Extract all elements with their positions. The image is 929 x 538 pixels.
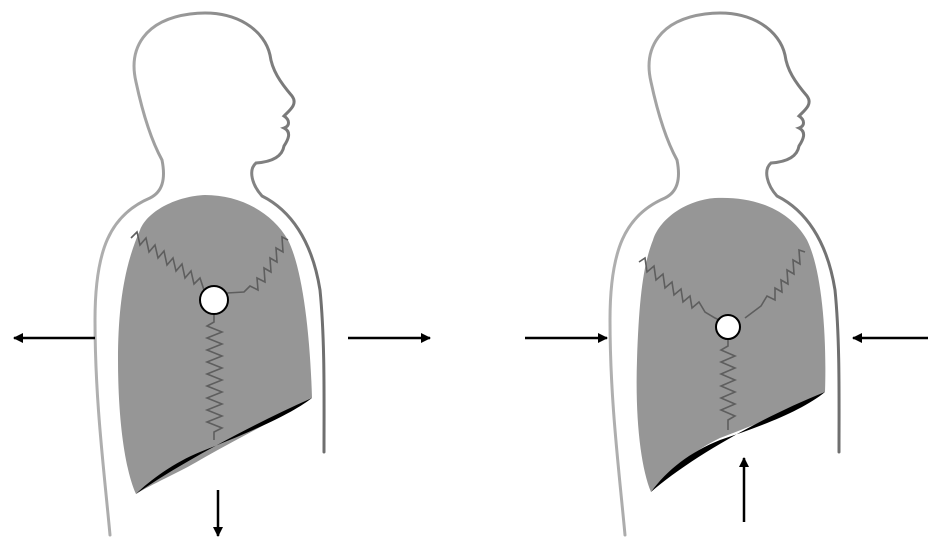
junction-node: [200, 286, 228, 314]
figure-contracted: [525, 13, 928, 535]
junction-node: [716, 315, 740, 339]
thoracic-cavity: [637, 198, 826, 492]
figure-expanded: [14, 13, 430, 536]
